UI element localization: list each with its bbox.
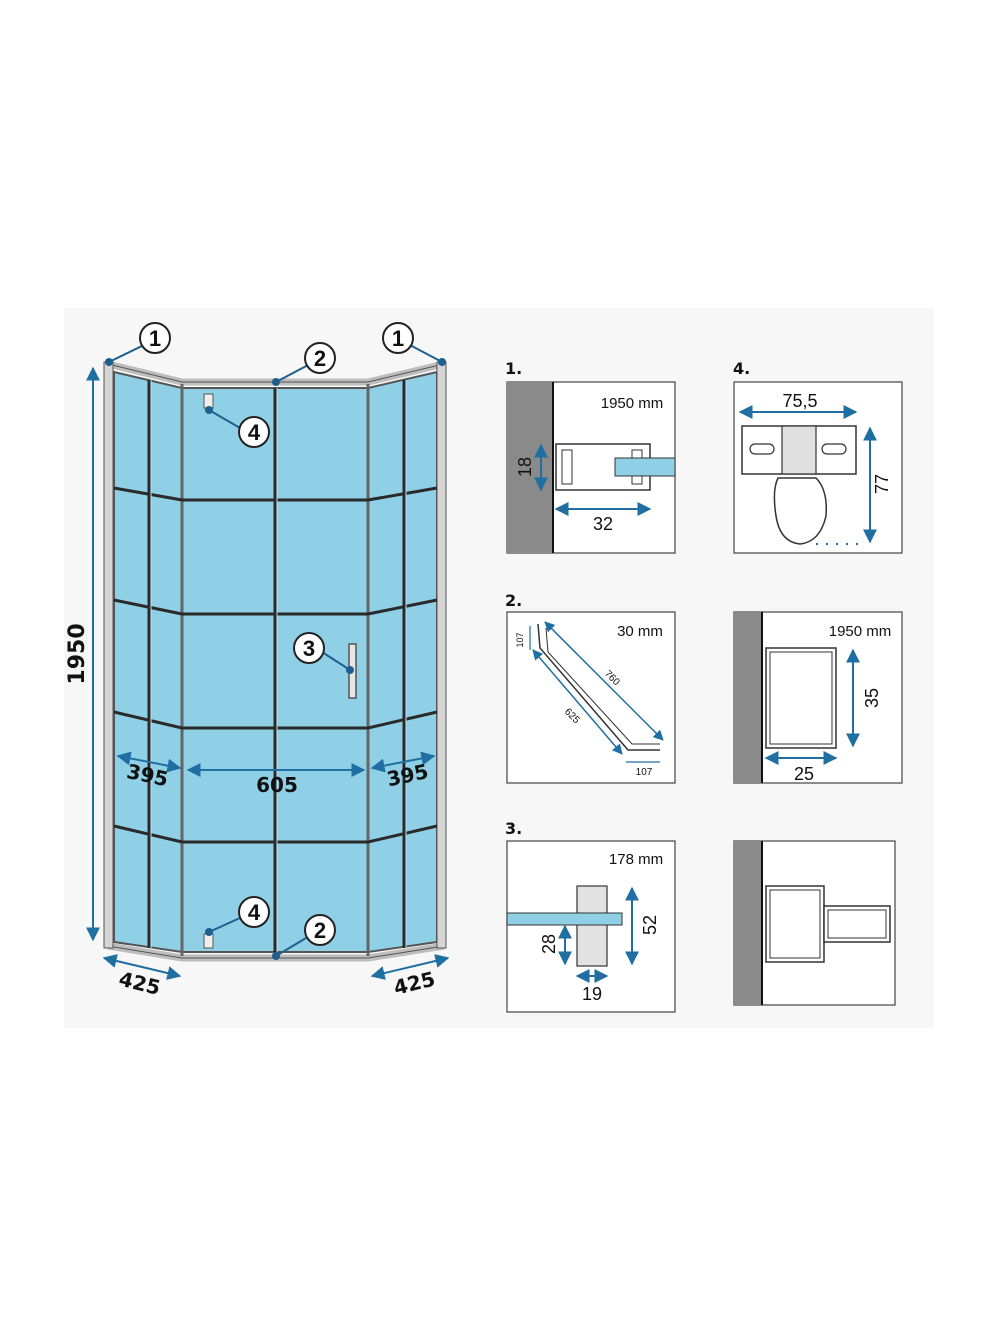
svg-text:35: 35 [862,688,882,708]
svg-text:4: 4 [248,420,261,445]
detail-6-profile-connection [733,840,896,1006]
detail-2-label: 2. [505,591,522,610]
detail-2-top-profile: 2. 30 mm 107 760 625 107 [505,591,676,784]
svg-text:107: 107 [636,767,653,778]
svg-text:107: 107 [515,632,525,647]
callout-2-bottom: 2 [272,914,336,960]
svg-text:19: 19 [582,984,602,1004]
svg-text:1950 mm: 1950 mm [829,623,892,640]
detail-3-label: 3. [505,819,522,838]
detail-4-label: 4. [733,359,750,378]
svg-text:52: 52 [640,915,660,935]
door-width-label: 605 [256,773,298,797]
svg-text:1: 1 [392,326,404,351]
callout-2-top: 2 [272,342,336,386]
callout-3-handle: 3 [293,632,354,674]
svg-text:32: 32 [593,514,613,534]
svg-text:28: 28 [539,934,559,954]
svg-text:18: 18 [515,457,535,477]
svg-text:75,5: 75,5 [782,391,817,411]
svg-text:4: 4 [248,900,261,925]
callout-4-top: 4 [205,406,270,448]
main-view: 1950 395 605 395 425 425 1 1 2 [65,322,450,1000]
svg-text:3: 3 [303,636,315,661]
top-hinge [203,393,214,409]
svg-text:25: 25 [794,764,814,784]
detail-4-hinge: 4. 75,5 77 [733,359,903,554]
svg-text:2: 2 [314,346,326,371]
callout-1-right: 1 [382,322,446,366]
callout-4-bottom: 4 [205,896,270,936]
detail-3-handle: 3. 178 mm 52 28 19 [505,819,676,1013]
detail-1-label: 1. [505,359,522,378]
svg-text:2: 2 [314,918,326,943]
height-label: 1950 [65,623,90,684]
svg-text:1: 1 [149,326,161,351]
right-wall-profile [436,361,447,949]
svg-text:30 mm: 30 mm [617,623,663,640]
bottom-hinge [203,933,214,949]
svg-text:1950 mm: 1950 mm [601,395,664,412]
decor-grid [113,380,438,952]
left-wall-profile [103,361,114,949]
callout-1-left: 1 [105,322,171,366]
detail-5-magnetic-profile: 1950 mm 35 25 [733,611,903,784]
svg-text:77: 77 [872,474,892,494]
detail-1-wall-profile: 1. 1950 mm 18 32 [505,359,676,554]
svg-text:178 mm: 178 mm [609,851,663,868]
